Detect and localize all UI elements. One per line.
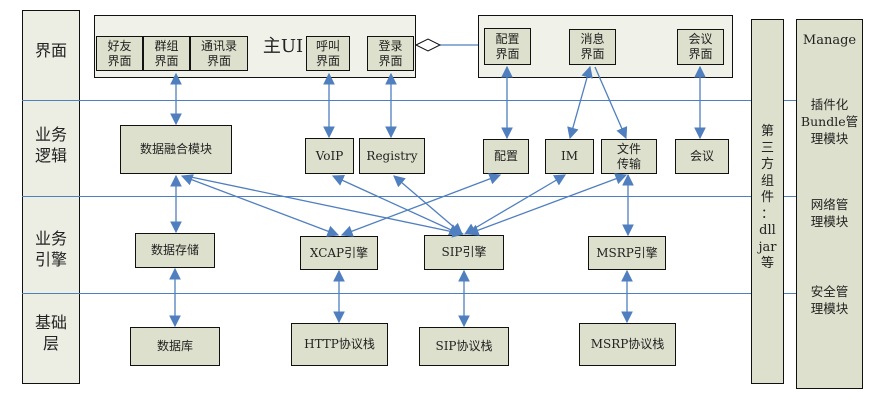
http-stack-label: HTTP协议栈 (304, 337, 375, 351)
arrow-config-to-xcap (340, 173, 502, 237)
layer-label-ui: 界面 (22, 40, 80, 70)
friends-ui-label: 好友 界面 (107, 38, 132, 68)
layer-label-column (22, 10, 80, 384)
data-storage-label: 数据存储 (150, 243, 199, 257)
layer-label-base: 基础 层 (22, 312, 80, 356)
call-ui-label: 呼叫 界面 (315, 38, 340, 68)
meeting-module[interactable]: 会议 (675, 139, 729, 174)
config-module[interactable]: 配置 (483, 139, 529, 174)
layer-logic-text: 业务 逻辑 (34, 125, 67, 165)
msrp-stack-label: MSRP协议栈 (590, 337, 665, 351)
sip-stack-label: SIP协议栈 (435, 339, 493, 353)
login-ui-label: 登录 界面 (378, 38, 403, 68)
group-ui-label: 群组 界面 (154, 38, 179, 68)
config-ui-label: 配置 界面 (495, 31, 520, 61)
arrow-voip-to-sip (331, 175, 462, 235)
database-module[interactable]: 数据库 (130, 327, 220, 366)
layer-label-engine: 业务 引擎 (22, 228, 80, 272)
friends-ui-box[interactable]: 好友 界面 (96, 36, 143, 71)
im-label: IM (560, 149, 579, 163)
separator-ui-logic-right (784, 100, 796, 101)
meeting-ui-box[interactable]: 会议 界面 (677, 29, 724, 65)
config-label: 配置 (493, 149, 518, 163)
sip-engine-label: SIP引擎 (441, 245, 487, 259)
manage-title-text: Manage (802, 33, 857, 48)
database-label: 数据库 (156, 339, 193, 353)
voip-module[interactable]: VoIP (305, 138, 354, 174)
arrow-message-ui-to-im (567, 65, 593, 140)
layer-label-logic: 业务 逻辑 (22, 124, 80, 168)
data-fusion-module[interactable]: 数据融合模块 (120, 125, 232, 174)
layer-base-text: 基础 层 (34, 313, 67, 353)
separator-engine-base-right (784, 293, 796, 294)
file-transfer-module[interactable]: 文件 传输 (601, 139, 657, 174)
separator-engine-base (22, 293, 755, 294)
registry-label: Registry (366, 148, 418, 163)
arrow-fusion-to-xcap (180, 174, 340, 237)
sip-stack-module[interactable]: SIP协议栈 (419, 327, 509, 366)
arrow-im-to-sip (463, 174, 567, 235)
data-storage-engine[interactable]: 数据存储 (135, 233, 215, 268)
arrow-message-ui-to-file (594, 66, 628, 140)
msrp-stack-module[interactable]: MSRP协议栈 (579, 323, 676, 366)
data-fusion-label: 数据融合模块 (139, 142, 212, 156)
manage-column (796, 19, 863, 389)
third-party-column (751, 19, 784, 384)
file-transfer-label: 文件 传输 (616, 141, 641, 171)
manage-item-bundle-text: 插件化 Bundle管 理模块 (800, 97, 859, 146)
call-ui-box[interactable]: 呼叫 界面 (306, 36, 350, 71)
msrp-engine-label: MSRP引擎 (596, 245, 658, 260)
voip-label: VoIP (315, 148, 344, 163)
aggregation-diamond-icon (414, 38, 442, 52)
contacts-ui-label: 通讯录 界面 (200, 38, 237, 68)
msrp-engine[interactable]: MSRP引擎 (588, 236, 666, 270)
manage-item-network-text: 网络管 理模块 (810, 197, 849, 229)
separator-logic-engine-right (784, 196, 796, 197)
third-party-text: 第 三 方 组 件 ： dll jar 等 (758, 124, 777, 271)
meeting-label: 会议 (689, 149, 714, 163)
im-module[interactable]: IM (545, 139, 594, 174)
main-ui-title: 主UI (262, 36, 304, 57)
group-ui-box[interactable]: 群组 界面 (143, 36, 190, 71)
meeting-ui-label: 会议 界面 (688, 32, 713, 61)
config-ui-box[interactable]: 配置 界面 (484, 28, 531, 65)
manage-item-security-text: 安全管 理模块 (810, 284, 849, 316)
http-stack-module[interactable]: HTTP协议栈 (291, 323, 388, 366)
contacts-ui-box[interactable]: 通讯录 界面 (190, 36, 248, 71)
arrow-registry-to-sip (393, 175, 463, 235)
arrow-file-to-sip (466, 173, 628, 236)
message-ui-box[interactable]: 消息 界面 (569, 29, 616, 65)
login-ui-box[interactable]: 登录 界面 (367, 36, 414, 71)
message-ui-label: 消息 界面 (580, 32, 605, 61)
registry-module[interactable]: Registry (359, 138, 425, 174)
layer-engine-text: 业务 引擎 (34, 229, 67, 269)
xcap-engine-label: XCAP引擎 (309, 245, 369, 260)
layer-ui-text: 界面 (34, 41, 67, 60)
